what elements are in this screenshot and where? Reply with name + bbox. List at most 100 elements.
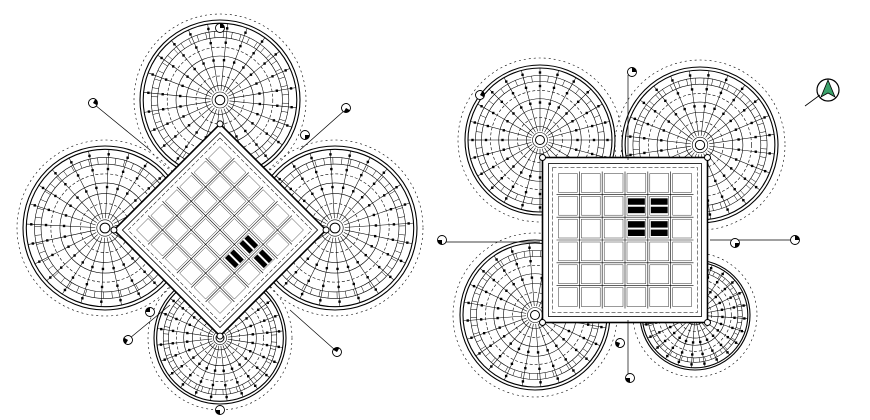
column-dot <box>742 304 745 307</box>
column-dot <box>341 186 345 190</box>
column-dot <box>642 101 646 105</box>
tick-line <box>398 234 406 236</box>
column-dot <box>509 342 512 345</box>
tick-line <box>353 289 356 296</box>
room <box>193 218 218 242</box>
column-dot <box>709 291 712 294</box>
column-dot <box>734 128 738 131</box>
tick-line <box>158 128 165 132</box>
room <box>251 189 275 214</box>
room <box>558 264 578 284</box>
column-dot <box>262 355 265 359</box>
tick-line <box>664 347 668 352</box>
column-dot <box>383 194 386 197</box>
tick-line <box>474 292 481 296</box>
tick-line <box>114 158 117 165</box>
column-dot <box>520 106 523 109</box>
column-dot <box>740 329 744 333</box>
column-dot <box>257 308 260 311</box>
column-dot <box>722 112 725 116</box>
room <box>626 241 647 262</box>
radial-line <box>228 103 292 128</box>
column-dot <box>729 167 733 170</box>
column-dot <box>366 160 370 164</box>
radial-line <box>227 340 279 364</box>
column-dot <box>763 169 767 173</box>
column-dot <box>147 110 151 113</box>
tick-line <box>476 131 483 133</box>
room <box>236 232 261 257</box>
column-dot <box>669 325 672 329</box>
column-dot <box>47 208 51 212</box>
column-dot <box>472 284 476 288</box>
radial-line <box>38 185 97 223</box>
radial-line <box>344 229 413 244</box>
tick-line <box>276 126 283 130</box>
column-dot <box>502 129 505 132</box>
radial-line <box>34 232 97 265</box>
room <box>165 218 189 242</box>
tick-line <box>37 207 44 211</box>
column-dot <box>538 192 542 196</box>
column-dot <box>720 195 724 198</box>
marker-fill <box>215 410 220 415</box>
tick-line <box>552 370 555 377</box>
tick-line <box>754 114 761 119</box>
tick-line <box>230 32 233 39</box>
tick-line <box>733 195 738 201</box>
radial-line <box>701 304 747 315</box>
tick-line <box>750 178 757 183</box>
column-dot <box>249 350 252 353</box>
column-dot <box>91 265 94 269</box>
tick-line <box>531 76 533 83</box>
tick-line <box>39 250 46 254</box>
radial-line <box>157 54 213 95</box>
column-dot <box>310 156 313 160</box>
lobe-ring <box>205 85 235 115</box>
tick-line <box>677 81 681 88</box>
column-dot <box>235 135 238 138</box>
tick-line <box>711 204 714 211</box>
radial-line <box>26 223 96 228</box>
tick-line <box>97 157 99 165</box>
column-dot <box>330 167 333 171</box>
tick-line <box>168 360 174 363</box>
dark-room <box>650 229 668 236</box>
tick-line <box>596 123 603 126</box>
column-dot <box>193 316 196 319</box>
column-dot <box>356 260 359 264</box>
tick-line <box>540 250 542 257</box>
tick-line <box>201 386 204 392</box>
radial-line <box>653 85 695 138</box>
tick-line <box>512 369 516 376</box>
tick-line <box>523 251 526 258</box>
radial-line <box>479 268 529 310</box>
tick-line <box>740 190 745 196</box>
tick-line <box>735 298 740 301</box>
tick-line <box>471 324 478 327</box>
column-dot <box>499 297 503 301</box>
column-dot <box>720 308 724 311</box>
tick-line <box>164 326 170 328</box>
radial-line <box>227 314 280 336</box>
tick-line <box>733 332 739 335</box>
tick-line <box>229 388 231 394</box>
column-dot <box>192 356 195 359</box>
column-dot <box>492 278 496 282</box>
tick-line <box>214 31 216 38</box>
radial-line <box>224 344 258 390</box>
column-dot <box>529 259 532 263</box>
tick-line <box>733 88 738 95</box>
room <box>165 246 189 271</box>
column-dot <box>510 362 514 366</box>
radial-line <box>707 98 760 140</box>
tick-line <box>154 78 161 82</box>
column-dot <box>582 336 586 340</box>
tick-line <box>349 159 352 166</box>
radial-line <box>630 116 692 142</box>
tick-line <box>261 146 267 152</box>
column-dot <box>153 128 156 131</box>
radial-line <box>493 255 531 308</box>
tick-line <box>386 265 393 270</box>
